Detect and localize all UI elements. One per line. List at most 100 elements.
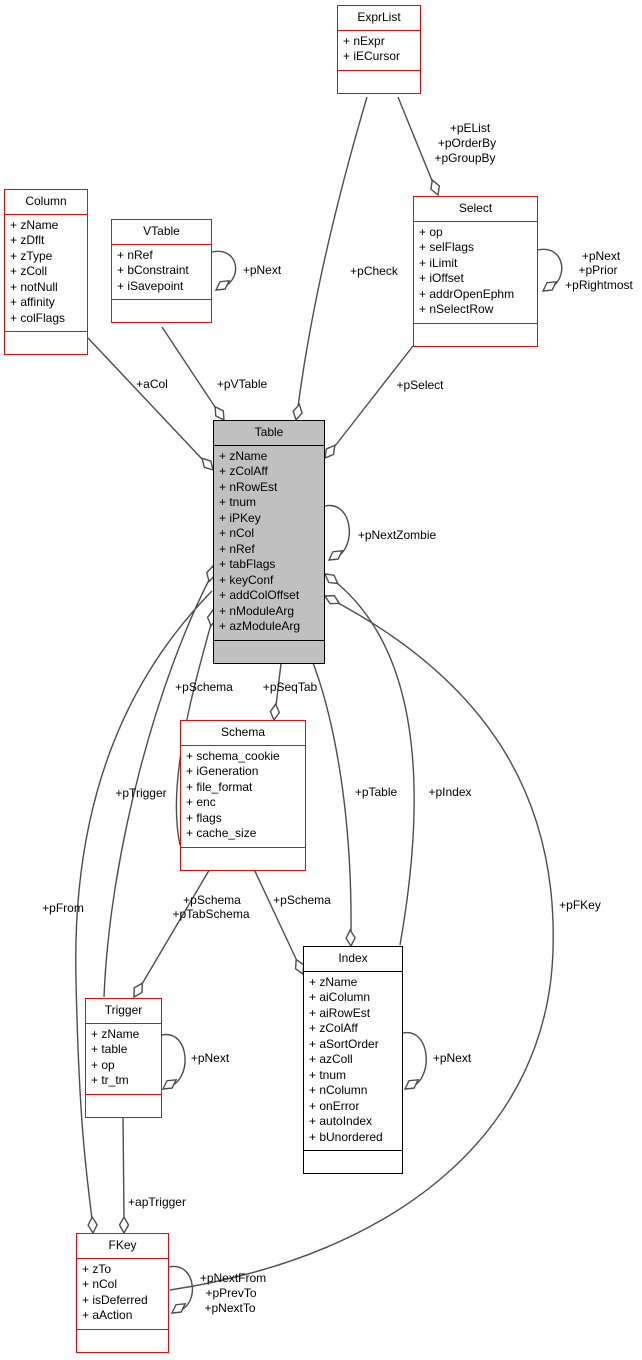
class-vtable[interactable]: VTable + nRef+ bConstraint+ iSavepoint bbox=[111, 219, 212, 323]
class-attribute: + nModuleArg bbox=[219, 603, 295, 618]
class-attribute: + iSavepoint bbox=[117, 278, 184, 293]
edge-label-vtable-pnext: +pNext bbox=[242, 263, 282, 277]
edge-pfrom bbox=[75, 590, 213, 1220]
class-vtable-methods bbox=[112, 300, 211, 322]
class-attribute: + zName bbox=[10, 217, 59, 232]
edge-label-pfrom: +pFrom bbox=[42, 901, 84, 915]
edge-label-acol: +aCol bbox=[136, 377, 168, 391]
class-attribute: + nRef bbox=[117, 247, 153, 262]
class-vtable-title: VTable bbox=[143, 224, 180, 238]
diamond-ptable bbox=[345, 928, 356, 948]
class-table-title: Table bbox=[254, 425, 284, 439]
edge-label-pelist: +pEList bbox=[449, 121, 491, 135]
class-column-title: Column bbox=[25, 194, 67, 208]
class-fkey-methods bbox=[77, 1330, 168, 1352]
edge-label-pprior: +pPrior bbox=[578, 263, 618, 277]
class-index-title: Index bbox=[338, 951, 368, 965]
edge-pschema-trigger bbox=[141, 866, 212, 985]
class-trigger-attributes: + zName+ table+ op+ tr_tm bbox=[86, 1022, 161, 1095]
edge-ptrigger bbox=[103, 579, 210, 998]
class-attribute: + nExpr bbox=[343, 33, 385, 48]
diamond-pseqtab bbox=[269, 702, 281, 722]
class-attribute: + autoIndex bbox=[309, 1114, 373, 1128]
edge-pvtable bbox=[161, 326, 216, 408]
class-schema-methods bbox=[181, 848, 305, 870]
class-table-methods bbox=[214, 641, 324, 663]
class-attribute: + zName bbox=[91, 1026, 140, 1041]
edge-label-pvtable: +pVTable bbox=[216, 377, 268, 391]
diamond-fkey-loop bbox=[170, 1303, 187, 1314]
class-vtable-attributes: + nRef+ bConstraint+ iSavepoint bbox=[112, 243, 211, 300]
edge-pselect bbox=[334, 345, 414, 447]
class-attribute: + zName bbox=[309, 974, 358, 989]
class-attribute: + zType bbox=[10, 248, 53, 263]
diamond-pcheck bbox=[292, 402, 303, 422]
class-index-attributes: + zName+ aiColumn+ aiRowEst+ zColAff+ aS… bbox=[304, 970, 402, 1151]
edge-pelist bbox=[397, 96, 434, 184]
class-attribute: + keyConf bbox=[219, 572, 274, 587]
class-attribute: + schema_cookie bbox=[186, 748, 280, 763]
edge-label-pcheck: +pCheck bbox=[350, 264, 398, 278]
class-attribute: + iECursor bbox=[343, 49, 401, 63]
class-attribute: + colFlags bbox=[10, 310, 66, 325]
class-exprlist-methods bbox=[338, 71, 420, 93]
class-attribute: + azModuleArg bbox=[219, 619, 301, 633]
diamond-aptrigger bbox=[118, 1215, 130, 1235]
class-column-attributes: + zName+ zDflt+ zType+ zColl+ notNull+ a… bbox=[5, 213, 87, 332]
diamond-index-loop bbox=[403, 1079, 420, 1090]
class-fkey-title: FKey bbox=[108, 1238, 137, 1252]
class-attribute: + op bbox=[91, 1057, 115, 1072]
edge-label-pnextfrom: +pNextFrom bbox=[199, 1271, 267, 1285]
class-attribute: + selFlags bbox=[419, 240, 475, 254]
class-exprlist[interactable]: ExprList + nExpr+ iECursor bbox=[337, 5, 421, 94]
class-schema[interactable]: Schema + schema_cookie+ iGeneration+ fil… bbox=[180, 720, 306, 871]
diamond-table-loop bbox=[327, 550, 344, 561]
class-attribute: + affinity bbox=[10, 295, 55, 309]
class-fkey[interactable]: FKey + zTo+ nCol+ isDeferred+ aAction bbox=[76, 1233, 169, 1353]
edge-label-pnextzombie: +pNextZombie bbox=[357, 528, 437, 542]
class-attribute: + tnum bbox=[309, 1067, 347, 1082]
class-attribute: + notNull bbox=[10, 279, 58, 294]
edge-label-ptable: +pTable bbox=[354, 785, 398, 799]
edge-label-ptrigger: +pTrigger bbox=[115, 786, 167, 800]
class-attribute: + table bbox=[91, 1042, 128, 1056]
class-table[interactable]: Table + zName+ zColAff+ nRowEst+ tnum+ i… bbox=[213, 420, 325, 664]
class-attribute: + nRef bbox=[219, 541, 255, 556]
class-fkey-attributes: + zTo+ nCol+ isDeferred+ aAction bbox=[77, 1257, 168, 1330]
edge-ptable bbox=[309, 654, 352, 932]
edge-label-pprevto: +pPrevTo bbox=[205, 1286, 257, 1300]
edge-label-pschema-trigger: +pSchema bbox=[183, 893, 241, 907]
class-trigger[interactable]: Trigger + zName+ table+ op+ tr_tm bbox=[85, 998, 162, 1118]
class-schema-attributes: + schema_cookie+ iGeneration+ file_forma… bbox=[181, 744, 305, 848]
edge-label-pgroupby: +pGroupBy bbox=[434, 151, 496, 165]
class-attribute: + enc bbox=[186, 795, 216, 809]
edge-label-prightmost: +pRightmost bbox=[565, 278, 633, 292]
edge-pindex bbox=[336, 582, 415, 946]
class-attribute: + iLimit bbox=[419, 255, 458, 270]
edge-label-pselect: +pSelect bbox=[396, 378, 444, 392]
edge-label-select-pnext: +pNext bbox=[581, 249, 621, 263]
class-exprlist-attributes: + nExpr+ iECursor bbox=[338, 29, 420, 71]
edge-pfkey bbox=[169, 602, 554, 1291]
edge-acol bbox=[87, 337, 203, 460]
class-select[interactable]: Select + op+ selFlags+ iLimit+ iOffset+ … bbox=[413, 196, 538, 347]
edge-label-pindex: +pIndex bbox=[428, 785, 472, 799]
class-select-title: Select bbox=[458, 201, 493, 215]
class-table-attributes: + zName+ zColAff+ nRowEst+ tnum+ iPKey+ … bbox=[214, 444, 324, 641]
class-attribute: + iOffset bbox=[419, 271, 464, 285]
class-attribute: + onError bbox=[309, 1098, 360, 1113]
edge-label-pseqtab: +pSeqTab bbox=[262, 680, 318, 694]
diamond-pfrom bbox=[87, 1215, 98, 1235]
edge-label-pfkey: +pFKey bbox=[559, 898, 601, 912]
class-select-methods bbox=[414, 324, 537, 346]
class-trigger-methods bbox=[86, 1095, 161, 1117]
class-attribute: + cache_size bbox=[186, 826, 257, 840]
edge-pseqtab bbox=[275, 654, 283, 707]
diamond-pvtable bbox=[214, 405, 225, 422]
class-attribute: + zTo bbox=[82, 1261, 112, 1276]
class-column[interactable]: Column + zName+ zDflt+ zType+ zColl+ not… bbox=[4, 189, 88, 355]
edge-label-porderby: +pOrderBy bbox=[437, 136, 497, 150]
diamond-vtable-loop bbox=[214, 280, 231, 291]
class-index[interactable]: Index + zName+ aiColumn+ aiRowEst+ zColA… bbox=[303, 946, 403, 1174]
